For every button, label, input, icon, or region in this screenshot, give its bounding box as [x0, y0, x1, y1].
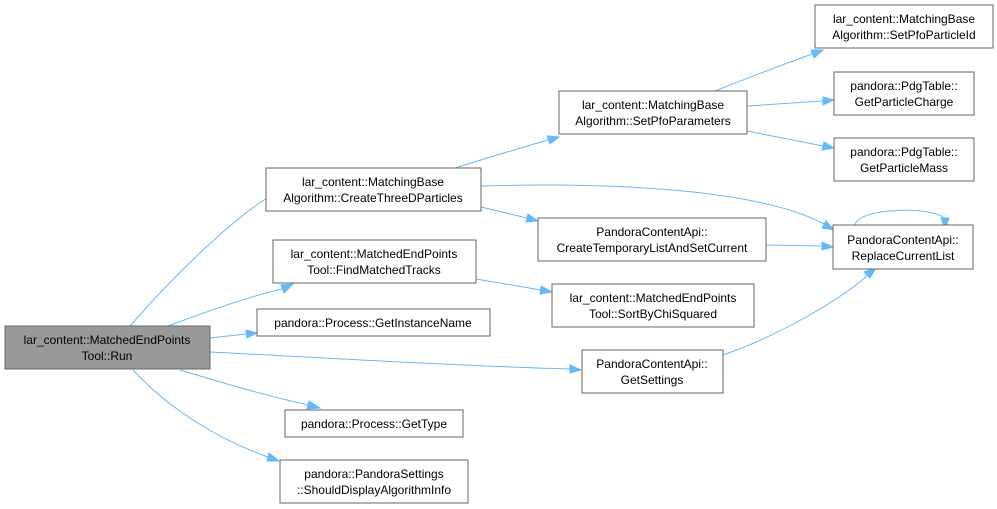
- edge-replacelist-self-loop: [854, 209, 950, 231]
- node-get-particle-charge[interactable]: pandora::PdgTable:: GetParticleCharge: [833, 71, 975, 116]
- node-set-pfo-parameters[interactable]: lar_content::MatchingBase Algorithm::Set…: [558, 90, 748, 135]
- node-label-line-2: Algorithm::SetPfoParticleId: [832, 28, 975, 42]
- edge-setpfoparams-to-setpfoid: [714, 49, 825, 92]
- edge-run-to-shoulddisplay: [132, 369, 281, 462]
- node-label-line-2: Tool::FindMatchedTracks: [307, 263, 441, 277]
- node-get-particle-mass[interactable]: pandora::PdgTable:: GetParticleMass: [833, 137, 975, 182]
- node-label-line-1: lar_content::MatchingBase: [582, 98, 724, 112]
- node-label-line-2: GetSettings: [621, 373, 684, 387]
- node-label-line-2: CreateTemporaryListAndSetCurrent: [557, 241, 748, 255]
- node-label-line-1: lar_content::MatchingBase: [302, 175, 444, 189]
- edge-setpfoparams-to-getmass: [746, 130, 836, 151]
- node-label-line-1: pandora::PdgTable::: [850, 79, 957, 93]
- edge-create3d-to-replacelist: [480, 184, 836, 231]
- node-label-line-2: Algorithm::SetPfoParameters: [575, 114, 730, 128]
- edge-setpfoparams-to-getcharge: [746, 96, 836, 107]
- node-get-instance-name[interactable]: pandora::Process::GetInstanceName: [256, 308, 491, 337]
- edge-run-to-findmatched: [167, 283, 295, 327]
- node-label-line-1: lar_content::MatchedEndPoints: [570, 291, 737, 305]
- edge-run-to-getinstancename: [209, 329, 259, 339]
- node-label-line-1: PandoraContentApi::: [596, 357, 707, 371]
- node-get-settings[interactable]: PandoraContentApi:: GetSettings: [581, 349, 724, 394]
- node-label-line-2: GetParticleCharge: [855, 95, 954, 109]
- node-create-three-d-particles[interactable]: lar_content::MatchingBase Algorithm::Cre…: [265, 167, 482, 212]
- node-label-line-1: PandoraContentApi::: [596, 225, 707, 239]
- node-get-type[interactable]: pandora::Process::GetType: [284, 409, 464, 438]
- node-set-pfo-particle-id[interactable]: lar_content::MatchingBase Algorithm::Set…: [814, 4, 994, 49]
- node-replace-current-list[interactable]: PandoraContentApi:: ReplaceCurrentList: [832, 224, 974, 270]
- edge-findmatched-to-sortbychi: [475, 278, 554, 295]
- node-label-line-1: PandoraContentApi::: [847, 233, 958, 247]
- edge-run-to-getsettings: [209, 351, 583, 374]
- node-should-display-algorithm-info[interactable]: pandora::PandoraSettings ::ShouldDisplay…: [279, 459, 469, 504]
- node-find-matched-tracks[interactable]: lar_content::MatchedEndPoints Tool::Find…: [272, 239, 477, 284]
- node-sort-by-chi-squared[interactable]: lar_content::MatchedEndPoints Tool::Sort…: [551, 283, 755, 328]
- node-label-line-2: GetParticleMass: [860, 161, 948, 175]
- node-label-line-2: ::ShouldDisplayAlgorithmInfo: [297, 483, 451, 497]
- node-label-line-1: lar_content::MatchedEndPoints: [291, 247, 458, 261]
- node-label-line-1: pandora::Process::GetInstanceName: [274, 316, 472, 330]
- edge-create3d-to-createtemp: [480, 206, 540, 223]
- edge-create3d-to-setpfoparams: [454, 135, 561, 169]
- edge-run-to-gettype: [179, 369, 322, 410]
- node-matchedendpoints-run[interactable]: lar_content::MatchedEndPoints Tool::Run: [4, 325, 211, 370]
- node-label-line-2: Tool::Run: [82, 349, 133, 363]
- node-label-line-1: pandora::PandoraSettings: [304, 467, 443, 481]
- node-label-line-1: pandora::PdgTable::: [850, 145, 957, 159]
- edge-run-to-create3d: [129, 189, 283, 327]
- node-label-line-2: Tool::SortByChiSquared: [589, 307, 717, 321]
- node-label-line-1: pandora::Process::GetType: [301, 417, 447, 431]
- node-label-line-1: lar_content::MatchingBase: [833, 12, 975, 26]
- node-label-line-1: lar_content::MatchedEndPoints: [24, 333, 191, 347]
- edge-getsettings-to-replacelist: [722, 267, 878, 356]
- node-label-line-2: Algorithm::CreateThreeDParticles: [283, 191, 462, 205]
- edge-createtemp-to-replacelist: [765, 241, 835, 251]
- node-create-temporary-list[interactable]: PandoraContentApi:: CreateTemporaryListA…: [537, 217, 767, 262]
- node-label-line-2: ReplaceCurrentList: [852, 249, 955, 263]
